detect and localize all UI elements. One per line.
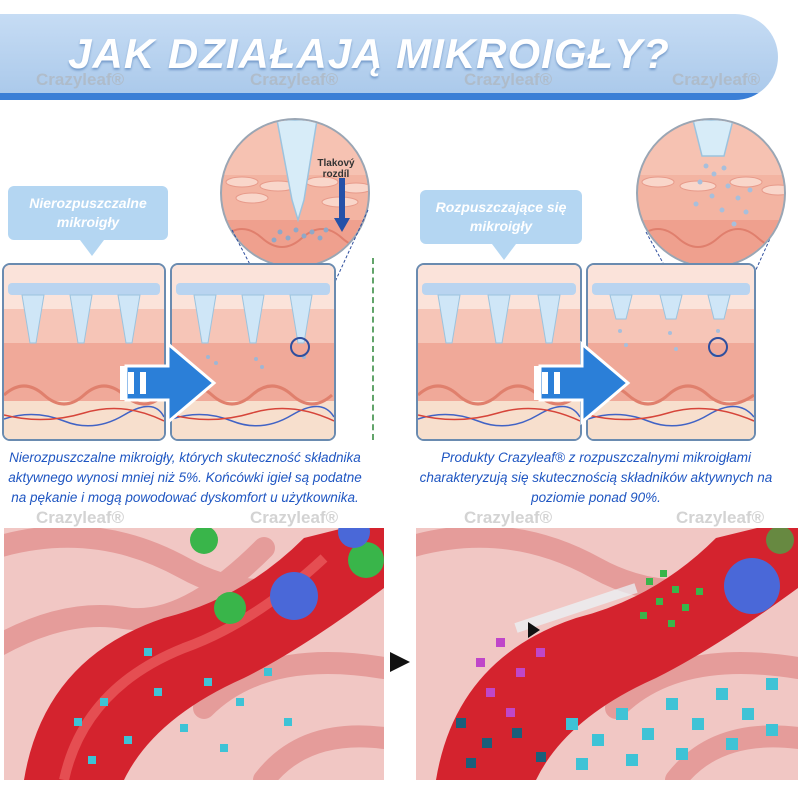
watermark: Crazyleaf®	[36, 508, 125, 527]
insoluble-after-panel	[170, 263, 336, 441]
soluble-absorption-illustration	[416, 528, 798, 780]
watermark: Crazyleaf®	[36, 70, 125, 89]
insoluble-before-panel	[2, 263, 166, 441]
section-divider	[372, 258, 374, 440]
watermark: Crazyleaf®	[464, 508, 553, 527]
left-zoom-circle: Tlakový rozdíl	[220, 118, 370, 268]
right-arrow-icon	[534, 340, 631, 426]
insoluble-absorption-illustration	[4, 528, 384, 780]
watermark: Crazyleaf®	[672, 70, 761, 89]
insoluble-label: Nierozpuszczalne mikroigły	[29, 195, 147, 230]
soluble-caption: Produkty Crazyleaf® z rozpuszczalnymi mi…	[419, 450, 773, 505]
insoluble-caption: Nierozpuszczalne mikroigły, których skut…	[8, 450, 362, 505]
watermark: Crazyleaf®	[464, 70, 553, 89]
pressure-difference-label: Tlakový rozdíl	[317, 158, 355, 180]
title-banner: JAK DZIAŁAJĄ MIKROIGŁY?	[0, 14, 778, 100]
right-arrow-icon	[120, 340, 217, 426]
watermark: Crazyleaf®	[676, 508, 765, 527]
banner-stripe	[0, 93, 778, 100]
soluble-label: Rozpuszczające się mikroigły	[435, 199, 567, 234]
watermark: Crazyleaf®	[250, 508, 339, 527]
soluble-label-box: Rozpuszczające się mikroigły	[420, 190, 582, 260]
right-zoom-circle	[636, 118, 786, 268]
watermark: Crazyleaf®	[250, 70, 339, 89]
insoluble-label-box: Nierozpuszczalne mikroigły	[8, 186, 168, 256]
soluble-after-panel	[586, 263, 756, 441]
page-title: JAK DZIAŁAJĄ MIKROIGŁY?	[68, 30, 670, 77]
black-right-triangle-icon	[390, 652, 410, 672]
